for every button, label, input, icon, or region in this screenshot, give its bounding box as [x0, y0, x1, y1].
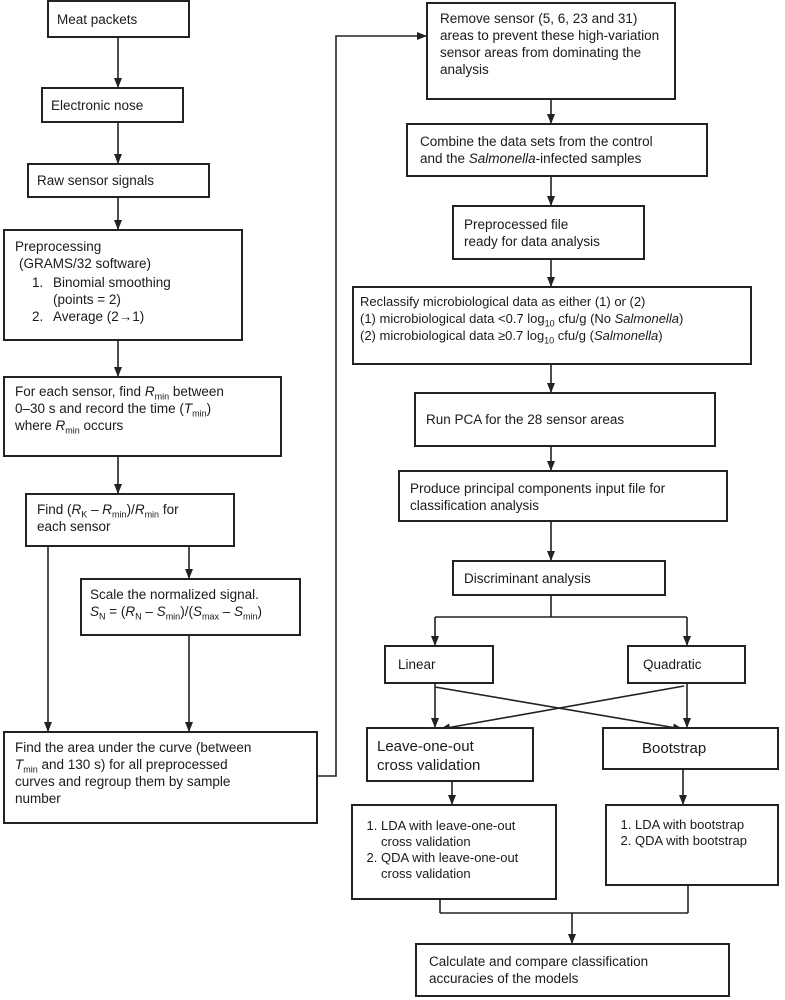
area-line-2: Tmin and 130 s) for all preprocessed: [15, 757, 228, 775]
reclass-title: Reclassify microbiological data as eithe…: [360, 294, 646, 309]
rmin-line-3: where Rmin occurs: [15, 418, 124, 436]
reclass-option-1: (1) microbiological data <0.7 log10 cfu/…: [360, 311, 684, 329]
find-line-1: Find (RK – Rmin)/Rmin for: [37, 502, 179, 520]
bootstrap-text: Bootstrap: [642, 740, 707, 757]
node-remove-sensors: Remove sensor (5, 6, 23 and 31) areas to…: [426, 2, 676, 100]
remove-text: Remove sensor (5, 6, 23 and 31) areas to…: [440, 11, 660, 77]
linear-text: Linear: [398, 657, 436, 672]
node-lda-qda-bootstrap: LDA with bootstrap QDA with bootstrap: [605, 804, 779, 886]
arrow-quadratic-loo: [440, 685, 685, 732]
calc-text: Calculate and compare classification acc…: [429, 954, 649, 986]
node-run-pca: Run PCA for the 28 sensor areas: [414, 392, 716, 447]
arrow-area-remove: [318, 32, 427, 777]
node-lda-qda-loo: LDA with leave-one-out cross validation …: [351, 804, 557, 900]
rmin-line-1: For each sensor, find Rmin between: [15, 384, 224, 402]
rmin-line-2: 0–30 s and record the time (Tmin): [15, 401, 212, 419]
node-enose-label: Electronic nose: [51, 97, 144, 113]
area-line-3: curves and regroup them by sample: [15, 774, 231, 789]
loo-method-qda: QDA with leave-one-out cross validation: [381, 850, 547, 882]
produce-text: Produce principal components input file …: [410, 481, 666, 513]
reclass-option-2: (2) microbiological data ≥0.7 log10 cfu/…: [360, 328, 663, 346]
area-line-4: number: [15, 791, 61, 806]
node-leave-one-out: Leave-one-out cross validation: [366, 727, 534, 782]
node-normalize: Find (RK – Rmin)/Rmin for each sensor: [25, 493, 235, 547]
node-linear: Linear: [384, 645, 494, 684]
loo-methods-list: LDA with leave-one-out cross validation …: [361, 818, 547, 882]
pre-step-1: Binomial smoothing(points = 2): [47, 274, 231, 308]
node-meat-label: Meat packets: [57, 11, 138, 27]
node-area-under-curve: Find the area under the curve (between T…: [3, 731, 318, 824]
pre-software: (GRAMS/32 software): [19, 256, 152, 271]
bootstrap-methods-list: LDA with bootstrap QDA with bootstrap: [615, 817, 769, 849]
quadratic-text: Quadratic: [643, 657, 702, 672]
node-electronic-nose: Electronic nose: [41, 87, 184, 123]
node-discriminant-analysis: Discriminant analysis: [452, 560, 666, 596]
area-line-1: Find the area under the curve (between: [15, 740, 252, 755]
node-find-rmin: For each sensor, find Rmin between 0–30 …: [3, 376, 282, 457]
node-bootstrap: Bootstrap: [602, 727, 779, 770]
node-quadratic: Quadratic: [627, 645, 746, 684]
node-raw-signals: Raw sensor signals: [27, 163, 210, 198]
pre-steps: Binomial smoothing(points = 2) Average (…: [15, 274, 231, 325]
loo-line-1: Leave-one-out: [377, 738, 474, 755]
node-raw-label: Raw sensor signals: [37, 173, 155, 188]
boot-method-lda: LDA with bootstrap: [635, 817, 769, 833]
node-produce-pc-file: Produce principal components input file …: [398, 470, 728, 522]
node-preprocessed-file: Preprocessed file ready for data analysi…: [452, 205, 645, 260]
node-combine-datasets: Combine the data sets from the control a…: [406, 123, 708, 177]
discrim-text: Discriminant analysis: [464, 570, 591, 586]
node-scale-signal: Scale the normalized signal. SN = (RN – …: [80, 578, 301, 636]
node-reclassify: Reclassify microbiological data as eithe…: [352, 286, 752, 365]
combine-text: Combine the data sets from the control a…: [420, 134, 653, 166]
find-line-2: each sensor: [37, 519, 111, 534]
prepfile-text: Preprocessed file ready for data analysi…: [464, 216, 600, 249]
loo-line-2: cross validation: [377, 757, 481, 774]
scale-formula: SN = (RN – Smin)/(Smax – Smin): [90, 604, 263, 622]
boot-method-qda: QDA with bootstrap: [635, 833, 769, 849]
loo-method-lda: LDA with leave-one-out cross validation: [381, 818, 547, 850]
pre-step-2: Average (2→1): [47, 308, 231, 325]
pre-title: Preprocessing: [15, 239, 102, 254]
node-meat-packets: Meat packets: [47, 0, 190, 38]
scale-line-1: Scale the normalized signal.: [90, 587, 259, 602]
pca-text: Run PCA for the 28 sensor areas: [426, 412, 625, 427]
node-calculate-accuracies: Calculate and compare classification acc…: [415, 943, 730, 997]
node-preprocessing: Preprocessing (GRAMS/32 software) Binomi…: [3, 229, 243, 341]
